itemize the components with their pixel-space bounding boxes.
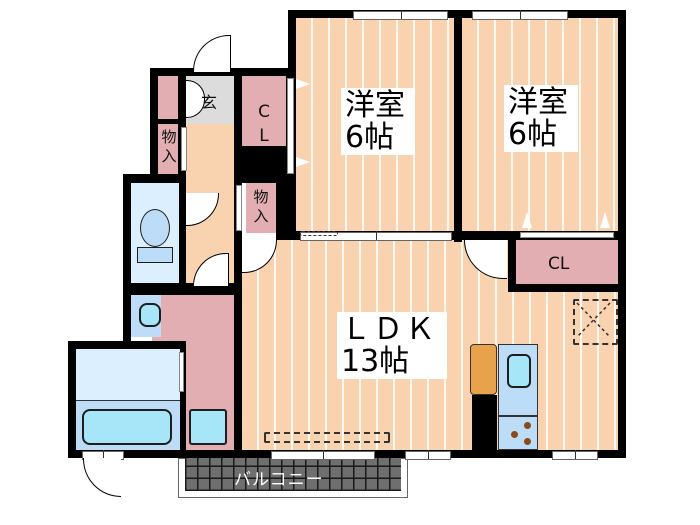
front-door[interactable]: [193, 35, 231, 72]
ldk-size: 13帖: [341, 343, 410, 379]
closet-door[interactable]: [520, 232, 614, 238]
sink-bowl-icon: [139, 303, 161, 327]
toilet-tank-icon: [137, 247, 173, 263]
floor-storage-icon: [264, 432, 390, 443]
wall: [123, 174, 131, 295]
wall: [68, 341, 186, 349]
entrance-label: 玄: [201, 93, 218, 112]
ldk-label: ＬＤＫ 13帖: [337, 312, 447, 379]
bathroom-exit-door[interactable]: [83, 458, 121, 497]
storage-1-line1: 物: [161, 128, 177, 146]
bedroom-2-floor: [462, 18, 618, 231]
wall: [123, 174, 186, 183]
burner-icon: [511, 431, 518, 438]
ldk-name: ＬＤＫ: [341, 312, 437, 347]
ceiling-hatch-icon: [573, 299, 618, 345]
wall: [68, 341, 76, 458]
closet-main: [516, 238, 618, 284]
rail-icon: [300, 231, 338, 236]
storage-2: [246, 183, 276, 233]
storage-2-line1: 物: [253, 188, 269, 206]
window: [271, 450, 375, 460]
balcony-floor: [185, 458, 401, 491]
wall: [150, 119, 186, 124]
wall: [288, 231, 618, 240]
window: [552, 450, 598, 460]
wall: [618, 10, 626, 458]
window: [300, 231, 452, 241]
wall: [180, 341, 186, 458]
closet-hall: [242, 76, 286, 146]
storage-2-door[interactable]: [236, 185, 242, 231]
storage-door[interactable]: [181, 127, 187, 171]
wall: [508, 284, 626, 292]
bedroom-2-name: 洋室: [508, 85, 568, 120]
wall: [123, 283, 131, 349]
entrance-shoebox: [158, 76, 178, 120]
wall: [234, 68, 242, 458]
bedroom-2-size: 6帖: [508, 116, 558, 152]
window: [405, 450, 451, 460]
closet-hall-c: C: [258, 102, 270, 122]
wall: [454, 10, 462, 242]
bedroom-1-size: 6帖: [345, 119, 395, 155]
window: [472, 10, 568, 20]
window: [353, 10, 448, 20]
closet-hinge-icon: [522, 212, 532, 228]
closet-hinge-icon: [600, 212, 610, 228]
wall: [179, 174, 186, 290]
bedroom-2-label: 洋室 6帖: [504, 85, 578, 152]
bedroom-1-name: 洋室: [345, 88, 405, 123]
toilet-bowl-icon: [140, 209, 170, 247]
kitchen-counter-wall: [472, 395, 497, 450]
fridge-icon: [470, 344, 497, 395]
balcony-label: バルコニー: [234, 470, 324, 490]
closet-hinge-icon: [296, 157, 310, 167]
storage-1-line2: 入: [161, 147, 177, 165]
wall: [242, 146, 286, 183]
stove-divider: [498, 415, 538, 417]
wall: [288, 10, 296, 76]
storage-1-label: 物 入: [159, 128, 179, 166]
wall: [150, 68, 288, 76]
storage-2-label: 物 入: [249, 188, 273, 226]
storage-1: [158, 124, 180, 174]
storage-2-line2: 入: [253, 207, 269, 225]
kitchen-sink-icon: [507, 354, 531, 388]
wall: [508, 231, 516, 291]
washing-machine-icon: [189, 409, 227, 445]
wall: [178, 76, 186, 174]
bath-door[interactable]: [179, 352, 184, 392]
closet-hall-door[interactable]: [287, 78, 294, 174]
burner-icon: [524, 422, 531, 429]
closet-hall-l: L: [259, 126, 269, 146]
closet-main-label: CL: [548, 254, 570, 274]
wall: [123, 283, 234, 295]
wall: [276, 183, 288, 240]
bedroom-1-label: 洋室 6帖: [341, 88, 415, 155]
bathtub-icon: [82, 409, 172, 445]
closet-hinge-icon: [296, 79, 310, 89]
closet-hall-label: C L: [254, 100, 274, 148]
burner-icon: [524, 438, 531, 445]
